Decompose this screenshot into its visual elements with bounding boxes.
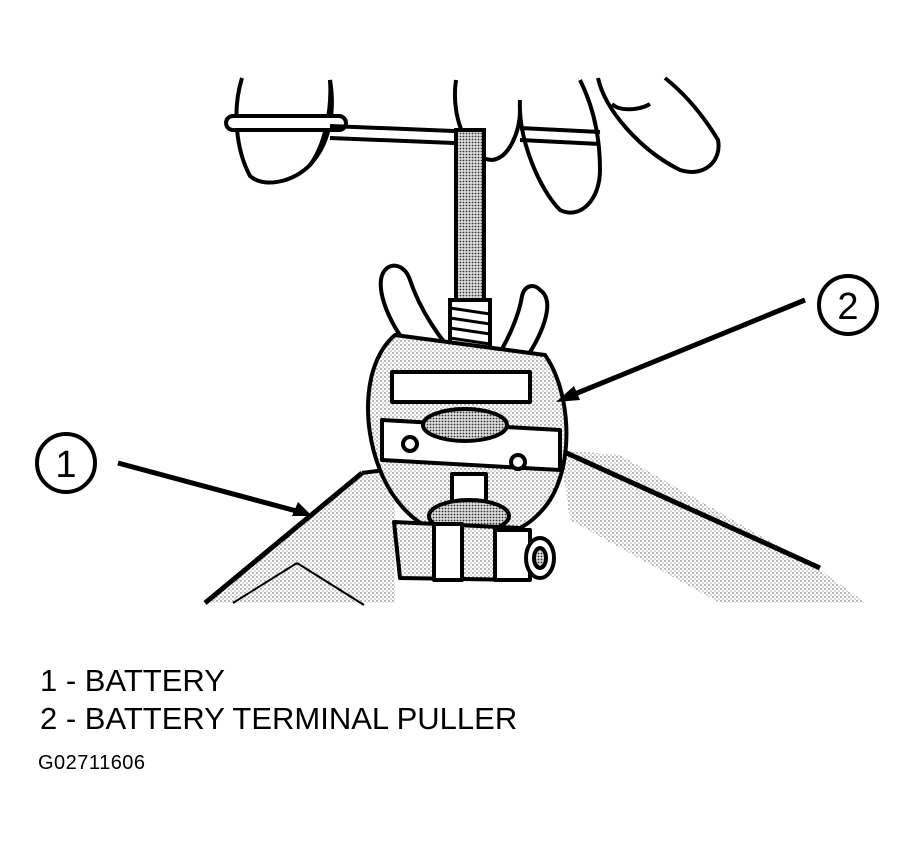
callout-1-number: 1 (55, 444, 76, 486)
t-handle (224, 114, 601, 146)
battery-terminal-puller-illustration: 1 2 (35, 76, 879, 606)
legend-item-battery-terminal-puller: 2 - BATTERY TERMINAL PULLER (40, 701, 518, 736)
legend: 1 - BATTERY 2 - BATTERY TERMINAL PULLER (40, 662, 517, 738)
callout-2-number: 2 (837, 286, 858, 328)
battery-terminal-puller (366, 263, 569, 542)
battery-terminal (392, 472, 556, 582)
figure-id: G02711606 (38, 752, 146, 774)
callout-2: 2 (556, 274, 879, 402)
callout-1: 1 (35, 432, 312, 516)
legend-item-battery: 1 - BATTERY (40, 663, 225, 698)
battery (203, 447, 866, 606)
